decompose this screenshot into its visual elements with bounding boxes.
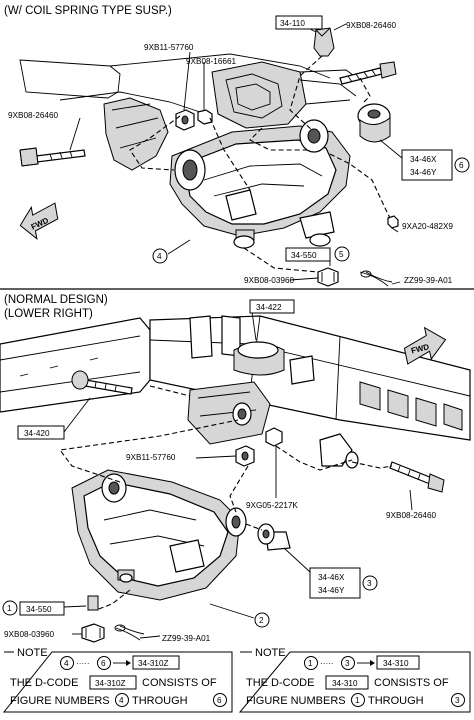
note-left-line3a: FIGURE NUMBERS	[10, 695, 110, 707]
normal-bushing-part	[257, 523, 291, 551]
label-9xg05-2217k: 9XG05-2217K	[246, 501, 298, 510]
note-right-line3-n1: 1	[355, 696, 360, 705]
note-right-code: 34-310	[383, 659, 409, 668]
note-right-from: 1	[308, 659, 313, 668]
callout-2-bottom: 2	[259, 616, 264, 625]
label-9xa20-482x9: 9XA20-482X9	[402, 222, 453, 231]
note-left-title: NOTE	[17, 647, 48, 659]
fwd-arrow-top: FWD	[19, 202, 59, 241]
label-9xb08-16661: 9XB08-16661	[186, 57, 237, 66]
normal-design-section: (NORMAL DESIGN) (LOWER RIGHT)	[0, 294, 471, 643]
label-9xb08-26460-top: 9XB08-26460	[346, 21, 397, 30]
note-right-line3-n2: 3	[455, 696, 460, 705]
coil-spring-section: (W/ COIL SPRING TYPE SUSP.)	[4, 5, 470, 287]
note-box-left: NOTE 4 ····· 6 34-310Z THE D-CODE 34-310…	[2, 647, 233, 713]
note-left-line2b: CONSISTS OF	[142, 677, 217, 689]
note-right-line3a: FIGURE NUMBERS	[246, 695, 346, 707]
coil-bolts	[19, 61, 397, 167]
label-9xb11-57760-top: 9XB11-57760	[144, 43, 194, 52]
note-left-to: 6	[101, 659, 106, 668]
callout-1-bottom: 1	[7, 604, 12, 613]
callout-6-top: 6	[459, 161, 464, 170]
label-34-550-top: 34-550	[291, 251, 317, 260]
note-right-dots: ·····	[320, 659, 334, 668]
label-34-110: 34-110	[280, 19, 305, 28]
normal-frame-drawing	[0, 315, 471, 469]
note-box-right: NOTE 1 ····· 3 34-310 THE D-CODE 34-310 …	[238, 647, 471, 713]
label-34-46x-top: 34-46X	[410, 155, 437, 164]
label-9xb08-03960-top: 9XB08-03960	[244, 276, 295, 285]
note-left-line2a: THE D-CODE	[10, 677, 78, 689]
note-left-dots: ·····	[76, 659, 90, 668]
label-34-550-bottom: 34-550	[26, 605, 52, 614]
note-right-title: NOTE	[255, 647, 286, 659]
coil-upper-arm	[169, 119, 351, 249]
fwd-label-bottom: FWD	[410, 342, 430, 355]
coil-nuts	[175, 109, 399, 229]
fwd-arrow-bottom: FWD	[403, 326, 447, 365]
note-right-line2-code: 34-310	[332, 679, 358, 688]
normal-section-title-2: (LOWER RIGHT)	[4, 308, 93, 320]
normal-bolt-9xb08-26460	[389, 461, 445, 493]
label-34-420: 34-420	[24, 429, 50, 438]
bump-stopper-part	[313, 27, 335, 57]
label-9xb11-57760-bottom: 9XB11-57760	[126, 453, 176, 462]
normal-section-title-1: (NORMAL DESIGN)	[4, 294, 108, 306]
normal-bolt-34-420	[71, 370, 133, 395]
coil-frame-drawing	[19, 53, 361, 171]
label-zz99-top: ZZ99-39-A01	[404, 276, 453, 285]
coil-section-title: (W/ COIL SPRING TYPE SUSP.)	[4, 5, 172, 17]
label-9xb08-26460-bottom: 9XB08-26460	[386, 511, 437, 520]
note-left-line3b: THROUGH	[132, 695, 188, 707]
callout-4-top: 4	[157, 252, 162, 261]
note-left-line3-n2: 6	[217, 696, 222, 705]
label-34-46y-bottom: 34-46Y	[318, 586, 345, 595]
note-right-to: 3	[345, 659, 350, 668]
callout-3-bottom: 3	[367, 579, 372, 588]
note-left-from: 4	[64, 659, 69, 668]
label-9xb08-03960-bottom: 9XB08-03960	[4, 630, 55, 639]
label-9xb08-26460-left: 9XB08-26460	[8, 111, 59, 120]
label-zz99-bottom: ZZ99-39-A01	[162, 634, 211, 643]
note-left-line2-code: 34-310Z	[95, 679, 126, 688]
normal-lower-arm	[71, 469, 247, 601]
note-right-line2b: CONSISTS OF	[374, 677, 449, 689]
callout-5-top: 5	[339, 250, 344, 259]
coil-bushing-part	[357, 103, 391, 143]
label-34-46x-bottom: 34-46X	[318, 573, 345, 582]
note-left-code: 34-310Z	[138, 659, 169, 668]
label-34-422: 34-422	[256, 303, 282, 312]
coil-balljoint-nut	[317, 267, 393, 287]
note-right-line2a: THE D-CODE	[246, 677, 314, 689]
normal-nuts	[81, 427, 283, 643]
note-left-line3-n1: 4	[119, 696, 124, 705]
label-34-46y-top: 34-46Y	[410, 168, 437, 177]
note-right-line3b: THROUGH	[368, 695, 424, 707]
